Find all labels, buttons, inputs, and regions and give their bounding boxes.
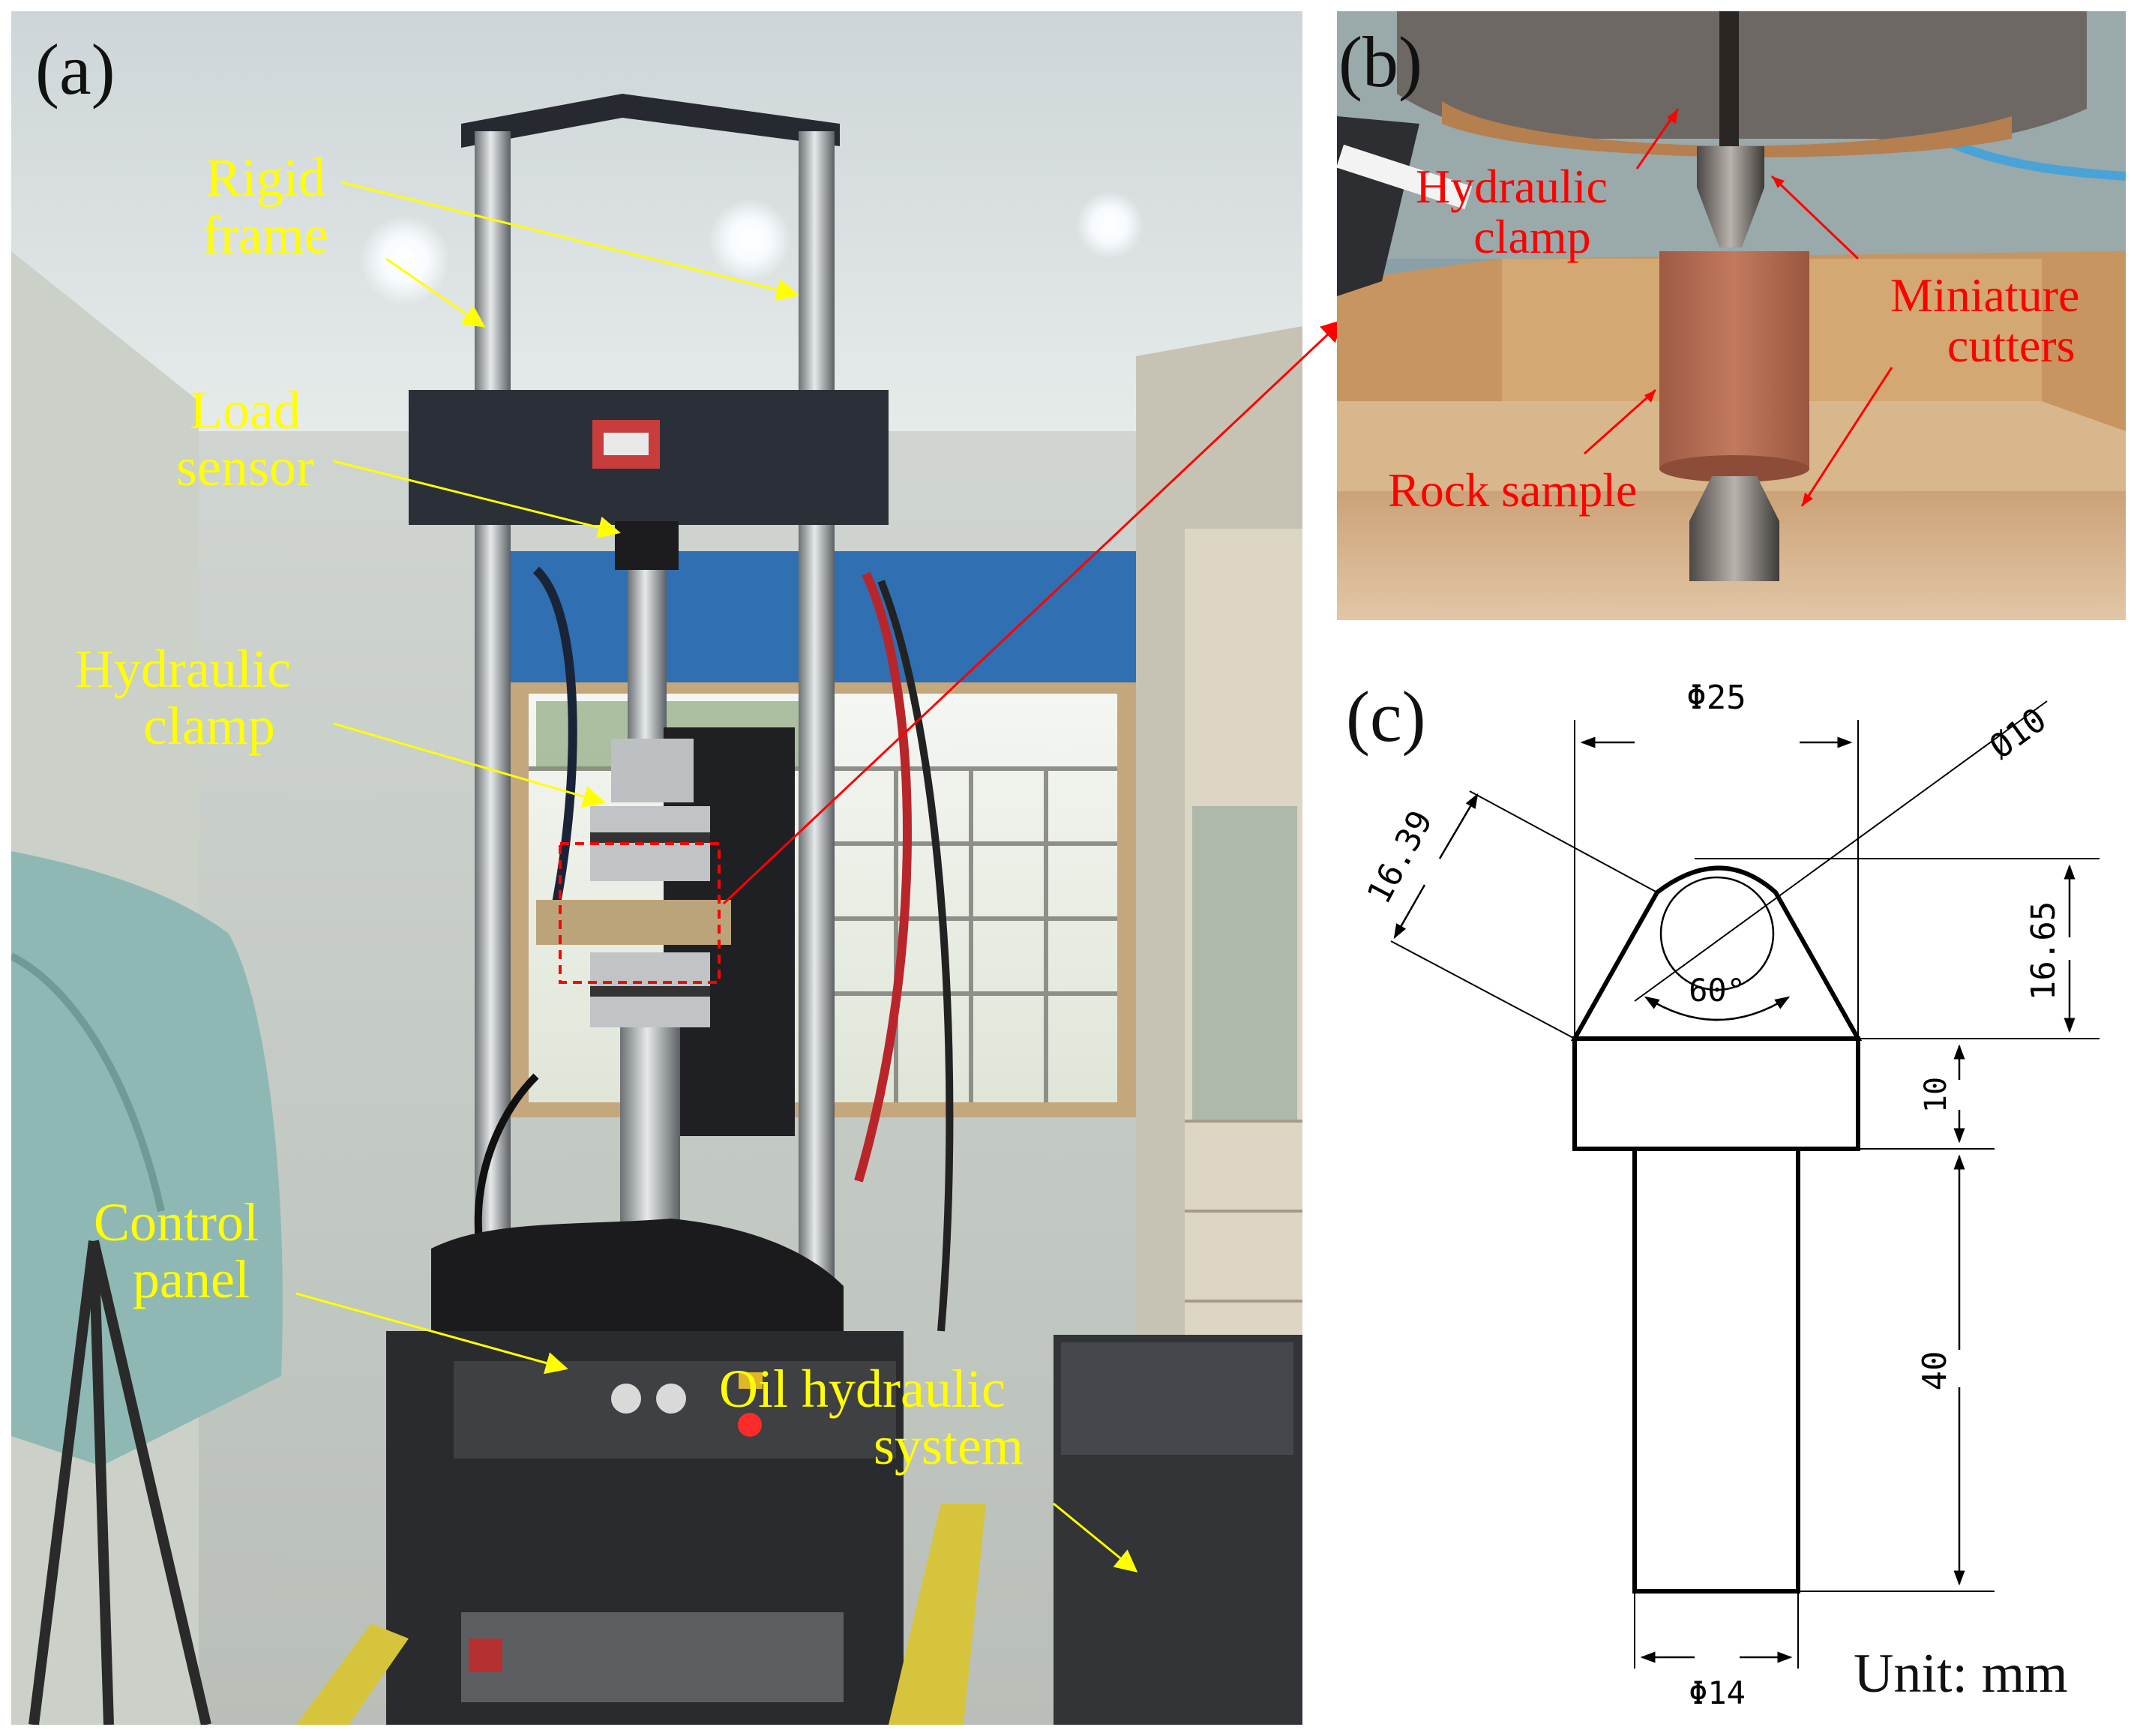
callout-control-panel-line1: Control: [94, 1192, 259, 1252]
callout-hydraulic-clamp-a: Hydraulic clamp: [75, 639, 291, 756]
arrow-rigid-frame-right: [340, 181, 799, 301]
callout-control-panel-line2: panel: [133, 1249, 250, 1309]
callout-arrows-a: [295, 181, 1138, 1573]
callout-hydraulic-clamp-a-line2: clamp: [142, 695, 275, 756]
panel-label-b: (b): [1338, 22, 1422, 102]
dim-top-diameter: Φ25: [1686, 679, 1746, 717]
arrow-hydraulic-clamp: [333, 722, 606, 808]
unit-label: Unit: mm: [1854, 1643, 2068, 1705]
callout-rigid-frame: Rigid frame: [202, 148, 328, 265]
arrow-rigid-frame-left: [385, 257, 486, 328]
callout-load-sensor-line1: Load: [190, 380, 301, 440]
callout-miniature-cutters-line2: cutters: [1947, 319, 2076, 373]
callout-hydraulic-clamp-a-line1: Hydraulic: [75, 639, 291, 699]
callout-hydraulic-clamp-b: Hydraulic clamp: [1416, 161, 1608, 262]
panel-label-c: (c): [1346, 676, 1426, 757]
tip-circle: [1659, 876, 1775, 991]
cutter-outline: [1570, 865, 1863, 1594]
callout-oil-system: Oil hydraulic system: [701, 1359, 1024, 1476]
panel-b-photo: (b) Hydraulic clamp Miniature cutters Ro…: [1337, 11, 2126, 620]
dim-tip-diameter: Ø10: [1983, 700, 2053, 766]
callout-load-sensor-line2: sensor: [176, 436, 314, 497]
callout-oil-system-line2: system: [874, 1415, 1024, 1476]
arrow-oil-system: [1053, 1502, 1138, 1573]
callout-miniature-cutters-line1: Miniature: [1890, 268, 2080, 322]
callout-hydraulic-clamp-b-line1: Hydraulic: [1416, 160, 1608, 213]
dim-angle: 60°: [1689, 972, 1746, 1009]
cutter-technical-drawing: Φ25 Ø10 16.39 16.65 60° 10 40 Φ14: [1360, 679, 2100, 1711]
arrow-control-panel: [295, 1292, 568, 1375]
callout-miniature-cutters: Miniature cutters: [1890, 268, 2080, 373]
dim-collar-height: 10: [1919, 1077, 1953, 1113]
dim-shank-diameter: Φ14: [1689, 1675, 1746, 1711]
cutter-closeup-photo: [1337, 11, 2126, 620]
callout-rigid-frame-line2: frame: [202, 204, 328, 265]
dim-slant-length: 16.39: [1360, 805, 1440, 910]
callout-oil-system-line1: Oil hydraulic: [719, 1359, 1006, 1419]
callout-load-sensor: Load sensor: [176, 382, 314, 496]
dim-shank-length: 40: [1916, 1351, 1954, 1391]
callout-rigid-frame-line1: Rigid: [205, 148, 325, 208]
callout-control-panel: Control panel: [94, 1192, 259, 1309]
arrow-load-sensor: [333, 460, 621, 539]
dim-cone-height: 16.65: [2025, 901, 2063, 1000]
panel-label-a: (a): [35, 29, 115, 109]
panel-a-photo: (a) Rigid frame Load sensor Hydraulic cl…: [11, 11, 1302, 1725]
callout-rock-sample: Rock sample: [1388, 463, 1638, 517]
callout-hydraulic-clamp-b-line2: clamp: [1473, 210, 1591, 264]
